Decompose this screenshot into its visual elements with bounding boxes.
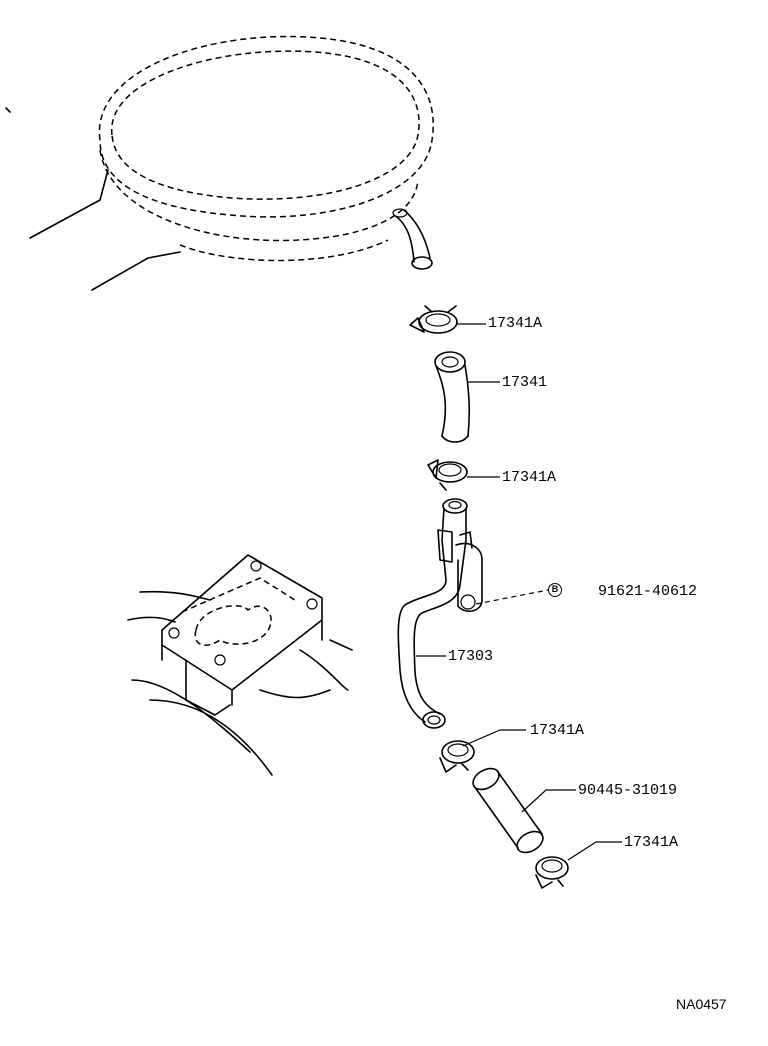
part-label-bolt: 91621-40612 (598, 583, 698, 600)
manifold-shape (127, 554, 353, 776)
clamp-top-shape (409, 305, 458, 334)
part-label-clamp-mid: 17341A (502, 469, 557, 486)
clamp-lower-shape (439, 740, 475, 773)
part-label-clamp-bottom: 17341A (624, 834, 679, 851)
leader-lines (416, 323, 622, 861)
clamp-mid-shape (427, 459, 468, 491)
part-label-clamp-top: 17341A (488, 315, 543, 332)
bolt-marker-b: B (548, 583, 562, 597)
hose-upper-shape (434, 351, 471, 443)
air-cleaner-outlet (392, 208, 433, 270)
hose-lower-shape (472, 767, 544, 854)
part-label-hose-upper: 17341 (502, 374, 548, 391)
pipe-shape (397, 498, 483, 729)
part-label-pipe: 17303 (448, 648, 494, 665)
clamp-bottom-shape (535, 856, 569, 889)
part-label-clamp-lower: 17341A (530, 722, 585, 739)
part-label-hose-lower: 90445-31019 (578, 782, 678, 799)
diagram-code: NA0457 (676, 996, 727, 1012)
air-cleaner-outline (5, 35, 434, 291)
